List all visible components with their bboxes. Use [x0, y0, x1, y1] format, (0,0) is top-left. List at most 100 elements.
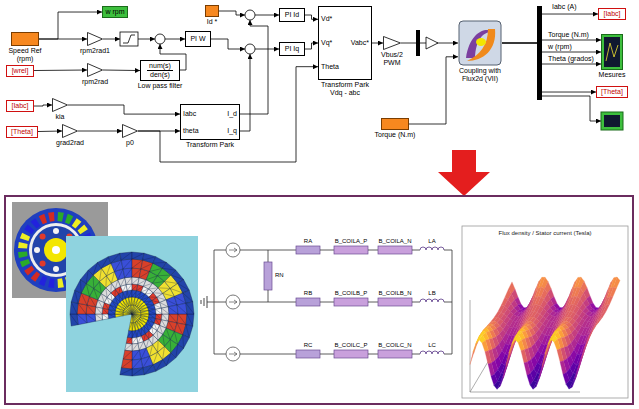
component-label: LB [428, 290, 435, 297]
block-shape [122, 124, 138, 138]
stator-slot [48, 278, 54, 288]
block-shape: PI Id [279, 8, 305, 22]
block-label: num(s) [147, 62, 173, 71]
mesh-edge [71, 302, 77, 314]
component-label: B_COILB_P [335, 290, 368, 297]
surface-patch [518, 340, 525, 351]
block-name: Vbus/2 PWM [375, 51, 409, 67]
component-label: B_COILB_N [378, 290, 411, 297]
surface-patch [542, 344, 549, 366]
mesh-edge [99, 268, 101, 281]
block-shape: [Iabc] [598, 8, 626, 20]
component-label: B_COILA_N [378, 238, 411, 245]
mesh-cell [102, 314, 108, 320]
stator-slot [20, 233, 30, 241]
surface-patch [482, 340, 489, 351]
signal-line [34, 105, 52, 106]
circuit-wire [412, 302, 420, 303]
axis-line [470, 392, 580, 393]
mesh-edge [125, 290, 127, 298]
mesh-cell [108, 253, 121, 263]
gain-symbol [52, 98, 68, 112]
mesh-edge [149, 288, 158, 289]
mesh-cell [125, 343, 132, 351]
coil-symbol [378, 246, 412, 254]
signal-line [372, 43, 383, 44]
source-arrow [229, 300, 237, 304]
circuit-wire [412, 250, 420, 251]
mesh-edge [168, 307, 178, 314]
mesh-edge [129, 323, 132, 331]
mesh-edge [165, 281, 178, 283]
mesh-background [66, 236, 198, 392]
mesh-edge [153, 281, 165, 283]
mux-bar [416, 30, 420, 56]
stator-slot [72, 218, 82, 228]
block-shape [87, 63, 103, 77]
block-label: PI W [190, 35, 205, 43]
goto-tag: [Theta] [596, 86, 628, 98]
demux-bar [537, 6, 542, 100]
block-shape: IabcthetaI_dI_q [180, 104, 240, 140]
mesh-edge [132, 359, 141, 369]
mesh-edge [163, 335, 165, 347]
surface-patch [586, 331, 593, 347]
circuit-wire [444, 302, 452, 303]
stator-slot [58, 212, 64, 222]
signal-line [502, 14, 598, 43]
surface-patch [554, 339, 561, 350]
coupling-block: Coupling with Flux2d (VII) [452, 20, 508, 83]
circuit [201, 243, 452, 361]
surface-patch [590, 321, 597, 332]
surface-patch [560, 361, 567, 375]
mesh-cell [130, 314, 132, 323]
mesh-cell [132, 343, 139, 351]
mesh-edge [157, 340, 159, 352]
mesh-cell [130, 305, 132, 314]
signal-line [38, 131, 62, 133]
block-name: Low pass filter [138, 82, 183, 90]
mesh-edge [171, 275, 184, 279]
gain-symbol [87, 63, 103, 77]
block-label: PI Iq [285, 45, 299, 53]
mesh-cell [115, 314, 123, 317]
mesh-edge [153, 292, 163, 294]
signal-wire [542, 64, 601, 65]
fem-mesh [70, 252, 194, 376]
signal-wire [138, 39, 155, 40]
mesh-edge [187, 314, 193, 326]
mesh-edge [132, 253, 144, 259]
stator-slot [18, 242, 28, 248]
mesh-edge [182, 335, 184, 348]
stator-slot [31, 218, 41, 228]
mesh-edge [152, 301, 160, 303]
signal-line [78, 131, 122, 132]
ground-symbol [201, 296, 207, 308]
circuit-wire [320, 302, 334, 303]
surface-patch [596, 317, 603, 324]
inductor-symbol [420, 299, 444, 302]
block-name: Coupling with Flux2d (VII) [452, 67, 508, 83]
coil-symbol [378, 298, 412, 306]
from-tag: [Iabc] [6, 100, 34, 112]
mesh-cell [129, 323, 132, 331]
mesh-cell [95, 314, 103, 321]
mesh-cell [132, 252, 144, 260]
gain-symbol [87, 32, 103, 46]
axis-line [470, 318, 514, 392]
mesh-cell [125, 277, 132, 285]
port-label: I_d [227, 110, 237, 118]
gain-triangle [88, 33, 103, 46]
block-name: rpm2rad1 [80, 47, 110, 55]
scope-screen [604, 115, 620, 127]
mesh-edge [93, 275, 95, 288]
source-block: Torque (N.m) [375, 118, 416, 139]
coil-symbol [378, 350, 412, 358]
block-name: Mesures [599, 71, 626, 79]
circuit-wire [320, 250, 334, 251]
flux-icon [458, 20, 502, 66]
component-label: RB [304, 290, 312, 297]
mesh-edge [110, 283, 112, 293]
mesh-edge [101, 257, 108, 269]
mesh-cell [132, 331, 137, 338]
